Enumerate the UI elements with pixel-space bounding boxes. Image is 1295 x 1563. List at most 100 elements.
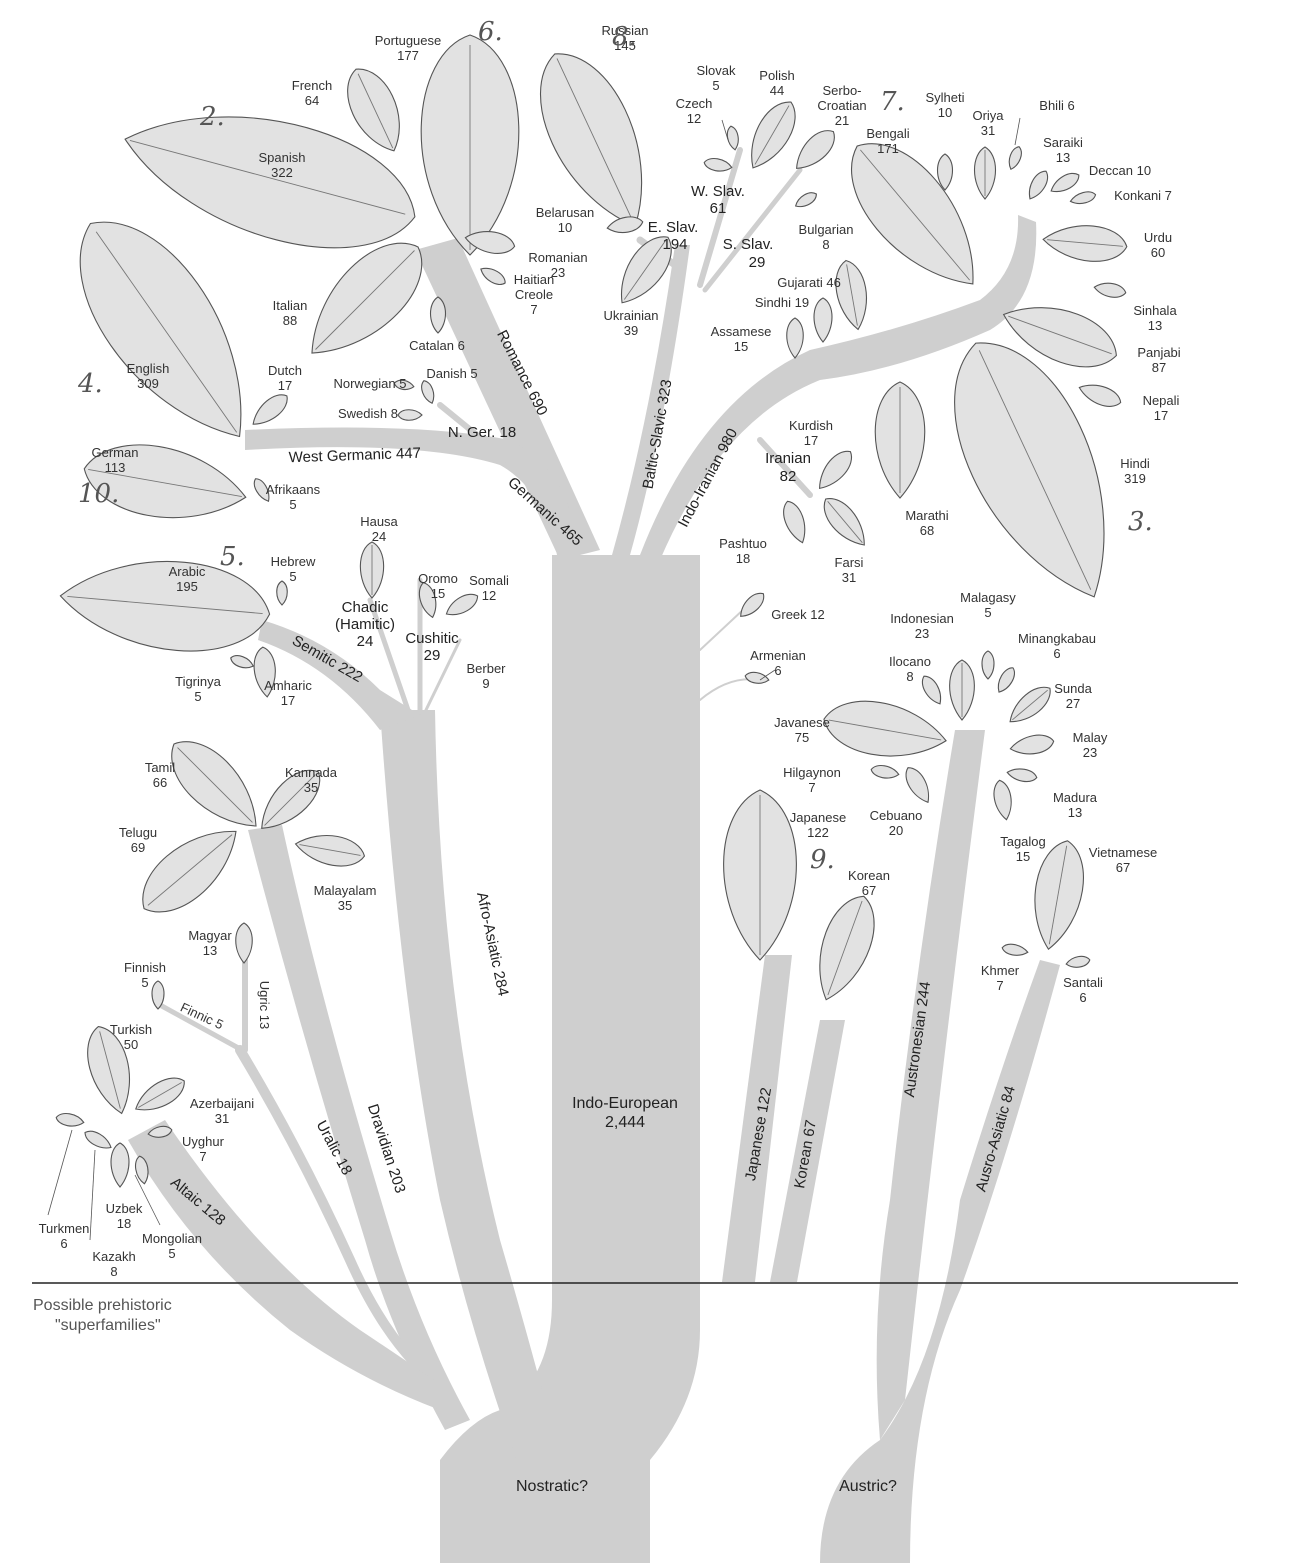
iranian-value: 82 — [780, 468, 797, 485]
leaf-label-line: Minangkabau — [1018, 631, 1096, 646]
leaf-label-line: Uyghur — [182, 1134, 225, 1149]
leaf-marathi — [875, 382, 925, 498]
leaf-label-line: 68 — [920, 523, 934, 538]
leaf-hebrew — [277, 581, 288, 605]
leaf-serbo-croatian — [789, 124, 842, 177]
leaf-label-line: 17 — [804, 433, 818, 448]
leaf-label-line: 67 — [862, 883, 876, 898]
leaf-label-line: Norwegian 5 — [334, 376, 407, 391]
leaf-label-line: Assamese — [711, 324, 772, 339]
south-slavic-label: S. Slav. — [723, 236, 774, 253]
leaf-sinhala — [1093, 281, 1127, 300]
leaf-label-line: Hausa — [360, 514, 398, 529]
leaf-label-line: Haitian — [514, 272, 554, 287]
leaf-label-line: 122 — [807, 825, 829, 840]
leaf-assamese — [787, 318, 804, 358]
leaf-label-line: 6 — [1079, 990, 1086, 1005]
leaf-tigrinya — [229, 653, 255, 671]
leaf-label-line: Ukrainian — [604, 308, 659, 323]
leaf-label-line: Sunda — [1054, 681, 1092, 696]
leaf-korean — [804, 888, 885, 1007]
leaf-label-line: Kazakh — [92, 1249, 135, 1264]
iranian-label: Iranian — [765, 450, 811, 467]
leaf-label-line: 23 — [915, 626, 929, 641]
leaf-label-line: Uzbek — [106, 1201, 143, 1216]
handwritten-mark: 7. — [880, 87, 905, 117]
leaf-bulgarian — [793, 189, 819, 210]
east-slavic-value: 194 — [662, 236, 687, 253]
leaf-label-konkani: Konkani 7 — [1114, 188, 1172, 203]
handwritten-mark: 10. — [78, 479, 119, 509]
leaf-label-line: Bulgarian — [799, 222, 854, 237]
ugric-label: Ugric 13 — [257, 981, 272, 1029]
leaf-label-line: German — [92, 445, 139, 460]
leaf-label-hausa: Hausa24 — [360, 514, 398, 544]
leaf-label-line: 18 — [736, 551, 750, 566]
leaf-cebuano — [901, 764, 935, 807]
leaf-azerbaijani — [130, 1071, 190, 1119]
leaf-label-line: 5 — [984, 605, 991, 620]
leaf-label-line: Urdu — [1144, 230, 1172, 245]
leaf-label-kazakh: Kazakh8 — [92, 1249, 135, 1279]
leaf-kurdish — [812, 445, 858, 494]
leaf-label-norwegian: Norwegian 5 — [334, 376, 407, 391]
leaf-label-line: Gujarati 46 — [777, 275, 841, 290]
leaf-label-line: 39 — [624, 323, 638, 338]
leaf-label-line: 5 — [289, 497, 296, 512]
leaf-label-azerbaijani: Azerbaijani31 — [190, 1096, 254, 1126]
leaf-label-line: 8 — [110, 1264, 117, 1279]
leaf-label-berber: Berber9 — [466, 661, 506, 691]
leaf-label-hilgaynon: Hilgaynon7 — [783, 765, 841, 795]
handwritten-mark: 9. — [810, 845, 835, 875]
leaf-label-line: 7 — [808, 780, 815, 795]
leaf-label-line: 309 — [137, 376, 159, 391]
leaf-label-javanese: Javanese75 — [774, 715, 830, 745]
leaf-label-line: Somali — [469, 573, 509, 588]
leaf-danish — [419, 379, 437, 405]
leaf-label-line: Afrikaans — [266, 482, 321, 497]
leaf-label-line: Bengali — [866, 126, 909, 141]
leaf-label-panjabi: Panjabi87 — [1137, 345, 1180, 375]
leaf-farsi — [816, 491, 874, 553]
leaf-label-line: 21 — [835, 113, 849, 128]
leaf-label-line: Dutch — [268, 363, 302, 378]
leaf-label-sylheti: Sylheti10 — [925, 90, 964, 120]
leaf-label-line: Madura — [1053, 790, 1098, 805]
leaf-label-gujarati: Gujarati 46 — [777, 275, 841, 290]
east-slavic-label: E. Slav. — [648, 219, 699, 236]
leaf-label-line: Farsi — [835, 555, 864, 570]
leaf-english — [47, 193, 283, 467]
leaf-label-line: Panjabi — [1137, 345, 1180, 360]
leaf-label-french: French64 — [292, 78, 332, 108]
leaf-label-line: 13 — [203, 943, 217, 958]
leaf-label-line: 12 — [482, 588, 496, 603]
leaf-label-sunda: Sunda27 — [1054, 681, 1092, 711]
leaf-hindi — [922, 318, 1148, 622]
cushitic-value: 29 — [424, 647, 441, 664]
leaf-label-line: 27 — [1066, 696, 1080, 711]
leaf-label-line: 5 — [168, 1246, 175, 1261]
leaf-label-line: 17 — [1154, 408, 1168, 423]
leaf-hausa — [360, 542, 383, 598]
leaf-label-pashtuo: Pashtuo18 — [719, 536, 767, 566]
chadic-label: Chadic — [342, 599, 389, 616]
leaf-label-line: Tagalog — [1000, 834, 1046, 849]
leaf-catalan — [431, 297, 446, 333]
leaf-label-line: 13 — [1148, 318, 1162, 333]
handwritten-mark: 8. — [612, 22, 637, 52]
leaf-label-line: Japanese — [790, 810, 846, 825]
leaf-label-line: 88 — [283, 313, 297, 328]
leaf-malayalam — [293, 830, 367, 871]
leaf-label-line: 6 — [60, 1236, 67, 1251]
leaf-label-nepali: Nepali17 — [1143, 393, 1180, 423]
leaf-label-line: Czech — [676, 96, 713, 111]
leaf-saraiki — [1024, 168, 1052, 202]
leaf-label-line: Swedish 8 — [338, 406, 398, 421]
leaf-deccan — [1048, 169, 1082, 197]
